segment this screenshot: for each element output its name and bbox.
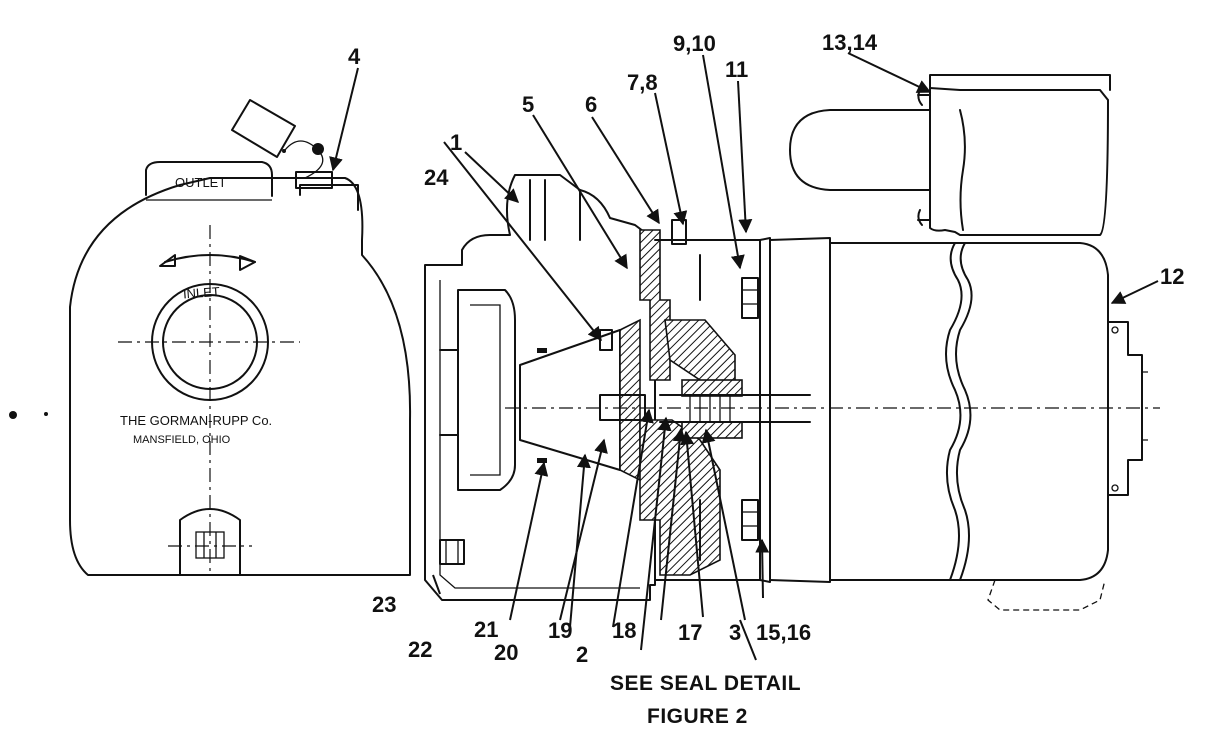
callout-12: 12 xyxy=(1160,264,1184,289)
maker-name: THE GORMAN-RUPP Co. xyxy=(120,413,272,428)
callout-7-8: 7,8 xyxy=(627,70,658,95)
pump-section-view xyxy=(424,174,1160,601)
callout-4: 4 xyxy=(348,44,361,69)
rotation-arrow-icon xyxy=(159,254,256,271)
seal-detail-caption-line2: FIGURE 2 xyxy=(647,705,748,728)
motor xyxy=(769,74,1148,611)
callout-2: 2 xyxy=(576,642,588,667)
inlet-label: INLET xyxy=(182,284,220,302)
outlet-label: OUTLET xyxy=(175,175,226,190)
callout-19: 19 xyxy=(548,618,572,643)
callout-3: 3 xyxy=(729,620,741,645)
leader-lines xyxy=(329,52,1159,661)
callout-numbers: 4 1 24 5 6 7,8 9,10 11 13,14 12 23 22 21… xyxy=(348,30,1184,667)
callout-6: 6 xyxy=(585,92,597,117)
callout-15-16: 15,16 xyxy=(756,620,811,645)
pump-front-view: OUTLET INLET THE GORMAN-RUPP Co. MANSFIE… xyxy=(9,99,412,576)
callout-17: 17 xyxy=(678,620,702,645)
callout-18: 18 xyxy=(612,618,636,643)
callout-11: 11 xyxy=(725,57,748,82)
callout-5: 5 xyxy=(522,92,534,117)
callout-9-10: 9,10 xyxy=(673,31,716,56)
callout-23: 23 xyxy=(372,592,396,617)
warning-tag xyxy=(231,99,324,179)
callout-1: 1 xyxy=(450,130,462,155)
callout-13-14: 13,14 xyxy=(822,30,878,55)
seal-detail-caption-line1: SEE SEAL DETAIL xyxy=(610,672,801,695)
callout-20: 20 xyxy=(494,640,518,665)
maker-city: MANSFIELD, OHIO xyxy=(133,434,231,446)
callout-21: 21 xyxy=(474,617,498,642)
callout-22: 22 xyxy=(408,637,432,662)
callout-24: 24 xyxy=(424,165,449,190)
